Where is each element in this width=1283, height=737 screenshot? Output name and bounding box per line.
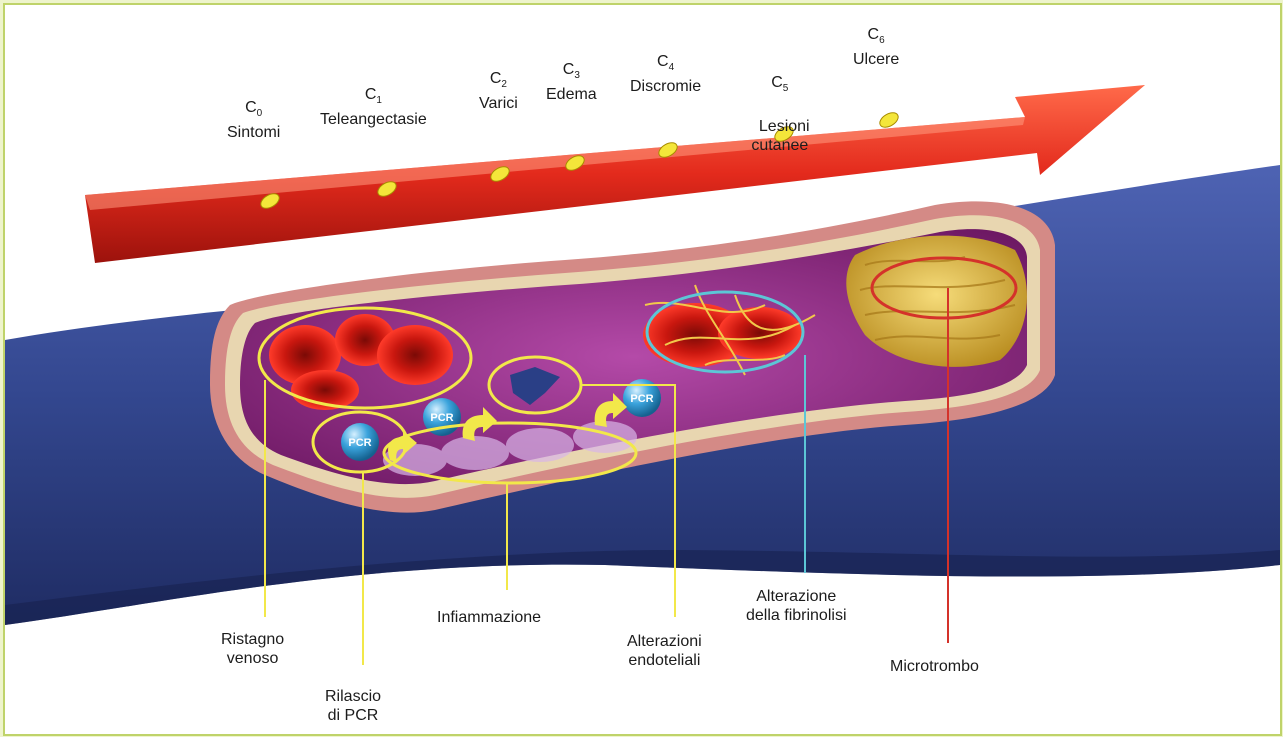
stage-code: C4: [630, 52, 701, 77]
diagram-frame: PCR PCR PCR C0 Sintomi C1 Teleangectasie…: [3, 3, 1282, 736]
stage-label: Discromie: [630, 78, 701, 95]
pcr-label-1: PCR: [348, 437, 371, 449]
stage-c2: C2 Varici: [479, 69, 518, 113]
callout-infiammazione: Infiammazione: [437, 608, 541, 627]
stage-code: C1: [320, 85, 427, 110]
stage-c4: C4 Discromie: [630, 52, 701, 96]
stage-label: Teleangectasie: [320, 111, 427, 128]
pcr-label-2: PCR: [430, 412, 453, 424]
callout-ristagno-venoso: Ristagno venoso: [221, 630, 284, 668]
stage-code: C2: [479, 69, 518, 94]
vein-illustration: PCR PCR PCR: [5, 5, 1280, 734]
stage-c6: C6 Ulcere: [853, 25, 899, 69]
stage-code: C5: [750, 73, 810, 98]
callout-alterazioni-endoteliali: Alterazioni endoteliali: [627, 632, 702, 670]
callout-alterazione-fibrinolisi: Alterazione della fibrinolisi: [746, 587, 847, 625]
stage-c1: C1 Teleangectasie: [320, 85, 427, 129]
stage-c0: C0 Sintomi: [227, 98, 280, 142]
stage-code: C3: [546, 60, 597, 85]
callout-microtrombo: Microtrombo: [890, 657, 979, 676]
stage-code: C6: [853, 25, 899, 50]
stage-label: Ulcere: [853, 51, 899, 68]
stage-c5: C5 Lesioni cutanee: [750, 35, 810, 155]
stage-code: C0: [227, 98, 280, 123]
stage-label: Varici: [479, 95, 518, 112]
stage-label: Edema: [546, 86, 597, 103]
stage-label: Lesioni cutanee: [751, 118, 809, 154]
callout-rilascio-pcr: Rilascio di PCR: [325, 687, 381, 725]
stage-c3: C3 Edema: [546, 60, 597, 104]
pcr-label-3: PCR: [630, 393, 653, 405]
stage-label: Sintomi: [227, 124, 280, 141]
